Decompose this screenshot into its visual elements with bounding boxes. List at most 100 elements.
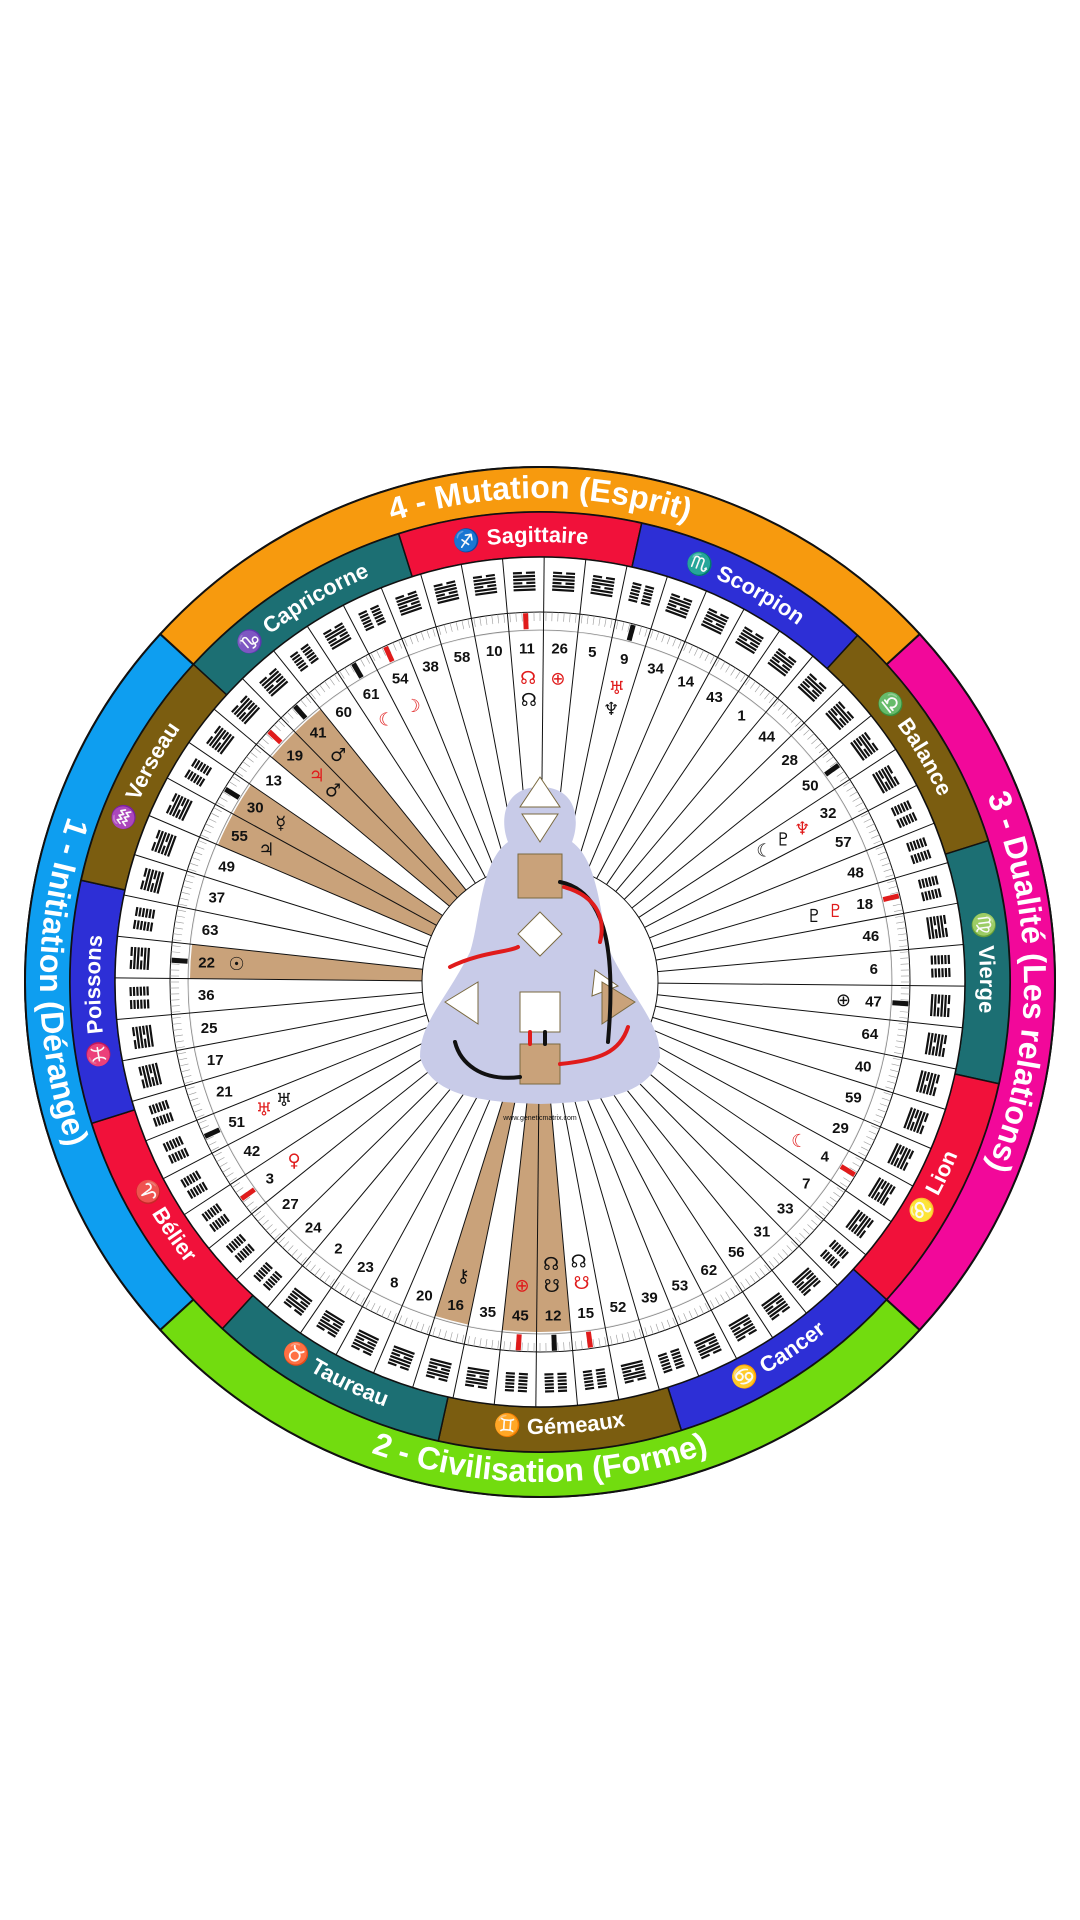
planet-glyph-19-0: ♃ <box>309 766 325 787</box>
hexagram-29 <box>887 1142 915 1172</box>
gate-number-42: 42 <box>244 1143 261 1160</box>
gate-number-4: 4 <box>821 1149 830 1166</box>
hexagram-62 <box>728 1314 758 1342</box>
head-center <box>519 776 561 808</box>
hexagram-3 <box>201 1203 230 1233</box>
gate-number-5: 5 <box>588 644 596 661</box>
gate-number-54: 54 <box>392 671 409 688</box>
gate-highlight-16 <box>435 1094 516 1325</box>
planet-glyph-41-0: ♂ <box>330 745 346 766</box>
hexagram-9 <box>628 582 655 607</box>
hexagram-4 <box>867 1177 896 1206</box>
gate-number-21: 21 <box>216 1083 233 1100</box>
activation-marker-12 <box>551 1334 557 1351</box>
hexagram-28 <box>825 701 855 731</box>
hexagram-54 <box>358 604 387 632</box>
hexagram-59 <box>903 1107 929 1135</box>
activation-marker-50 <box>824 763 840 777</box>
planet-glyph-45-0: ⊕ <box>515 1275 530 1296</box>
hexagram-39 <box>657 1348 685 1374</box>
activation-marker-51 <box>203 1127 221 1139</box>
gate-number-26: 26 <box>551 641 568 658</box>
gate-number-17: 17 <box>207 1052 224 1069</box>
root-center <box>519 1043 561 1085</box>
activation-marker-15 <box>585 1331 594 1348</box>
gate-number-39: 39 <box>641 1290 658 1307</box>
gate-number-18: 18 <box>856 896 873 913</box>
gate-number-14: 14 <box>677 673 694 690</box>
hexagram-42 <box>180 1170 208 1200</box>
hexagram-7 <box>845 1209 874 1239</box>
planet-glyph-22-0: ☉ <box>228 954 244 975</box>
activation-marker-9 <box>626 624 636 642</box>
planet-glyph-61-0: ☾ <box>378 710 394 731</box>
gate-number-10: 10 <box>486 643 503 660</box>
gate-number-7: 7 <box>802 1176 810 1193</box>
gate-number-62: 62 <box>701 1262 718 1279</box>
gate-highlight-45 <box>502 1099 539 1332</box>
hexagram-60 <box>289 643 319 672</box>
hexagram-40 <box>915 1070 940 1097</box>
hexagram-33 <box>819 1239 849 1269</box>
gate-number-23: 23 <box>357 1259 374 1276</box>
gate-number-63: 63 <box>202 922 219 939</box>
hexagram-19 <box>231 695 261 725</box>
gate-number-28: 28 <box>781 752 798 769</box>
gate-highlight-41 <box>294 709 467 898</box>
hexagram-26 <box>552 571 576 593</box>
gate-number-9: 9 <box>620 651 628 668</box>
hexagram-12 <box>544 1372 568 1393</box>
gate-number-57: 57 <box>835 834 852 851</box>
gate-number-49: 49 <box>218 858 235 875</box>
planet-glyph-32-1: ♇ <box>775 829 791 850</box>
gate-number-22: 22 <box>198 954 215 971</box>
sign-label-4: ♍ Vierge <box>970 910 1000 1014</box>
hexagram-5 <box>590 574 616 598</box>
planet-glyph-54-0: ☽ <box>405 696 421 717</box>
hexagram-21 <box>148 1099 174 1127</box>
gate-number-1: 1 <box>737 708 745 725</box>
hexagram-64 <box>924 1032 948 1058</box>
gate-number-8: 8 <box>390 1275 398 1292</box>
hexagram-53 <box>693 1332 722 1360</box>
planet-glyph-9-1: ♆ <box>603 699 619 720</box>
gate-number-3: 3 <box>266 1170 274 1187</box>
hexagram-37 <box>140 867 165 894</box>
hexagram-16 <box>425 1357 452 1382</box>
activation-marker-18 <box>882 893 900 903</box>
gate-number-58: 58 <box>454 649 471 666</box>
hexagram-27 <box>225 1233 255 1263</box>
activation-marker-54 <box>383 645 395 663</box>
hexagram-23 <box>316 1309 345 1338</box>
gate-number-53: 53 <box>671 1277 688 1294</box>
gate-number-15: 15 <box>577 1305 594 1322</box>
hexagram-34 <box>665 593 693 619</box>
planet-glyph-19-1: ♂ <box>325 781 341 802</box>
hexagram-55 <box>165 792 193 822</box>
planet-glyph-9-0: ♅ <box>609 678 625 699</box>
gate-number-35: 35 <box>479 1304 496 1321</box>
activation-marker-3 <box>240 1187 256 1201</box>
gate-number-43: 43 <box>706 689 723 706</box>
channel-12-22 <box>562 885 604 944</box>
gate-number-6: 6 <box>870 961 878 978</box>
gate-number-34: 34 <box>647 661 664 678</box>
gate-number-2: 2 <box>334 1240 342 1257</box>
gate-number-48: 48 <box>847 865 864 882</box>
gate-number-44: 44 <box>758 729 775 746</box>
hexagram-15 <box>582 1368 608 1391</box>
planet-glyph-11-0: ☊ <box>520 668 536 689</box>
channel-35-36 <box>558 880 613 1044</box>
spleen-center <box>444 981 479 1025</box>
gate-number-13: 13 <box>265 772 282 789</box>
sacral-center <box>519 991 561 1033</box>
activation-marker-19 <box>267 729 283 745</box>
gate-number-12: 12 <box>545 1308 562 1325</box>
gate-number-20: 20 <box>416 1287 433 1304</box>
gate-number-64: 64 <box>862 1026 879 1043</box>
hexagram-50 <box>850 731 879 761</box>
planet-glyph-18-0: ♇ <box>828 901 844 922</box>
hexagram-31 <box>791 1267 821 1297</box>
planet-glyph-16-0: ⚷ <box>457 1266 470 1287</box>
